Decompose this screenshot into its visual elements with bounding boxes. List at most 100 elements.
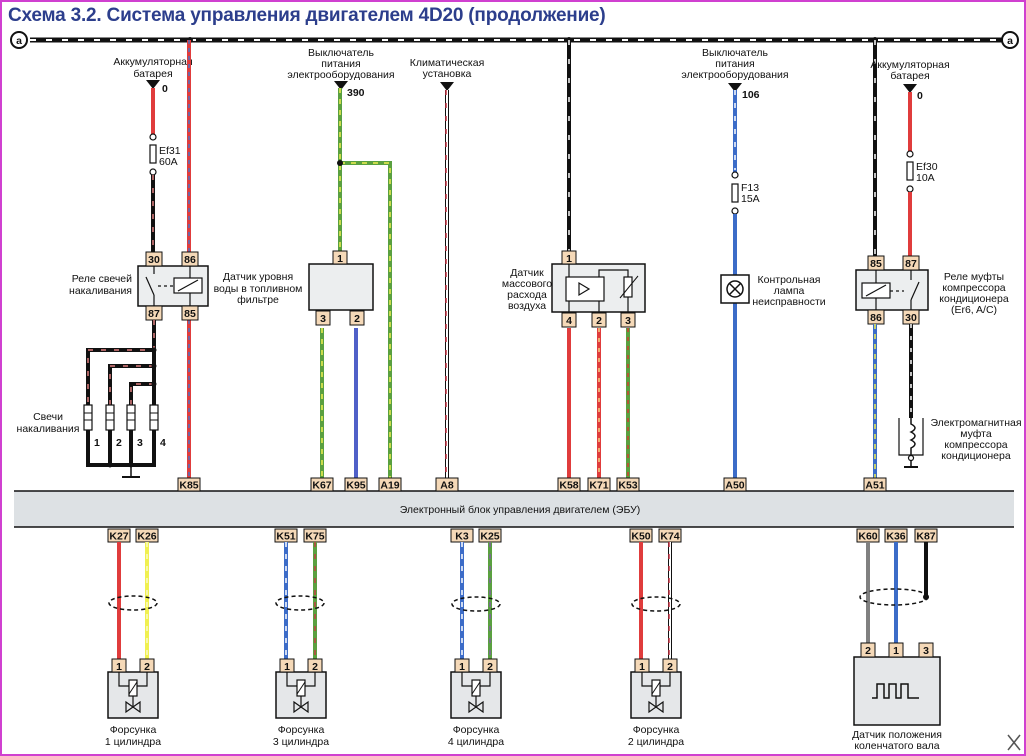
ecu-pin-bottom: K25 bbox=[478, 528, 502, 543]
svg-text:Аккумуляторная: Аккумуляторная bbox=[870, 59, 949, 71]
svg-text:1: 1 bbox=[94, 437, 100, 449]
ecu-pin-label: K53 bbox=[618, 480, 637, 492]
ecu-pin-label: K71 bbox=[589, 480, 608, 492]
svg-text:1: 1 bbox=[639, 661, 645, 673]
svg-text:87: 87 bbox=[905, 258, 917, 270]
svg-text:компрессора: компрессора bbox=[942, 282, 1005, 294]
ecu-pin-label: K51 bbox=[276, 531, 295, 543]
svg-text:кондиционера: кондиционера bbox=[941, 450, 1011, 462]
svg-text:Ef30: Ef30 bbox=[916, 161, 938, 173]
ecu-pin-label: K67 bbox=[312, 480, 331, 492]
ecu-pin-bottom: K36 bbox=[884, 528, 908, 543]
fuse-icon bbox=[149, 144, 157, 164]
svg-text:Датчик уровня: Датчик уровня bbox=[223, 271, 293, 283]
ecu-block: Электронный блок управления двигателем (… bbox=[14, 490, 1014, 528]
amplifier-icon bbox=[565, 276, 605, 302]
maf-sensor: 1 4 2 3 Датчик массового расхода воздуха bbox=[502, 250, 646, 328]
svg-text:30: 30 bbox=[905, 312, 917, 324]
glow-plugs: 1 2 3 4 Свечи накаливания bbox=[17, 320, 166, 478]
battery-left-source: Аккумуляторная батарея 0 bbox=[113, 56, 192, 95]
svg-text:1 цилиндра: 1 цилиндра bbox=[105, 736, 161, 748]
ecu-pin-label: K74 bbox=[660, 531, 679, 543]
svg-text:Датчик: Датчик bbox=[510, 267, 544, 279]
svg-text:Реле свечей: Реле свечей bbox=[72, 273, 132, 285]
ecu-pin-bottom: K26 bbox=[135, 528, 159, 543]
bus-marker-right-label: a bbox=[1007, 35, 1013, 47]
ecu-pin-bottom: K27 bbox=[107, 528, 131, 543]
ecu-pin-label: K27 bbox=[109, 531, 128, 543]
ecu-pin-label: K75 bbox=[305, 531, 324, 543]
fuse-f13: F13 15A bbox=[731, 171, 760, 215]
svg-text:60A: 60A bbox=[159, 156, 178, 168]
ecu-pin-bottom: K74 bbox=[658, 528, 682, 543]
svg-text:накаливания: накаливания bbox=[69, 285, 132, 297]
svg-text:Электромагнитная: Электромагнитная bbox=[930, 417, 1021, 429]
bus-line: a a bbox=[10, 31, 1019, 49]
fuse-ef31: Ef31 60A bbox=[149, 133, 181, 176]
svg-text:электрооборудования: электрооборудования bbox=[287, 69, 394, 81]
ecu-pin-bottom: K75 bbox=[303, 528, 327, 543]
shield-icon bbox=[451, 596, 501, 612]
svg-text:4: 4 bbox=[566, 315, 572, 327]
ecu-pin-top: K85 bbox=[177, 477, 201, 492]
ac-clutch: Электромагнитная муфта компрессора конди… bbox=[898, 417, 1022, 468]
svg-text:компрессора: компрессора bbox=[944, 439, 1007, 451]
solenoid-icon bbox=[909, 418, 916, 456]
svg-text:питания: питания bbox=[321, 58, 360, 70]
climate-source: Климатическая установка bbox=[410, 57, 485, 91]
svg-text:86: 86 bbox=[870, 312, 882, 324]
svg-text:1: 1 bbox=[284, 661, 290, 673]
ecu-pin-bottom: K60 bbox=[856, 528, 880, 543]
ecu-pin-label: A50 bbox=[725, 480, 744, 492]
svg-text:Форсунка: Форсунка bbox=[110, 724, 157, 736]
svg-text:1: 1 bbox=[459, 661, 465, 673]
svg-text:воздуха: воздуха bbox=[508, 300, 546, 312]
shield-ellipses bbox=[108, 588, 929, 612]
svg-text:1: 1 bbox=[337, 253, 343, 265]
svg-text:3: 3 bbox=[923, 645, 929, 657]
ecu-pin-label: K58 bbox=[559, 480, 578, 492]
svg-text:Выключатель: Выключатель bbox=[702, 47, 768, 59]
svg-text:Датчик положения: Датчик положения bbox=[852, 729, 942, 741]
switch-icon bbox=[910, 281, 920, 301]
water-sensor: 1 3 2 Датчик уровня воды в топливном фил… bbox=[214, 250, 374, 326]
page-title: Схема 3.2. Система управления двигателем… bbox=[8, 5, 606, 26]
svg-text:кондиционера: кондиционера bbox=[939, 293, 1009, 305]
svg-text:1: 1 bbox=[893, 645, 899, 657]
svg-text:Климатическая: Климатическая bbox=[410, 57, 485, 69]
source-arrow-icon bbox=[146, 80, 160, 89]
svg-text:2: 2 bbox=[144, 661, 150, 673]
ecu-pin-top: K95 bbox=[344, 477, 368, 492]
svg-text:(Er6, A/C): (Er6, A/C) bbox=[951, 304, 997, 316]
shield-icon bbox=[108, 595, 158, 611]
svg-text:Аккумуляторная: Аккумуляторная bbox=[113, 56, 192, 68]
valve-icon bbox=[648, 700, 664, 714]
ignition-390-source: Выключатель питания электрооборудования … bbox=[287, 47, 394, 99]
svg-text:3 цилиндра: 3 цилиндра bbox=[273, 736, 329, 748]
check-lamp: Контрольная лампа неисправности bbox=[720, 274, 826, 308]
svg-text:3: 3 bbox=[137, 437, 143, 449]
ecu-pin-label: K85 bbox=[179, 480, 198, 492]
svg-text:Выключатель: Выключатель bbox=[308, 47, 374, 59]
svg-text:Форсунка: Форсунка bbox=[278, 724, 325, 736]
valve-icon bbox=[293, 700, 309, 714]
lower-wires bbox=[117, 542, 929, 660]
svg-text:1: 1 bbox=[566, 253, 572, 265]
svg-text:Форсунка: Форсунка bbox=[633, 724, 680, 736]
valve-icon bbox=[468, 700, 484, 714]
svg-text:электрооборудования: электрооборудования bbox=[681, 69, 788, 81]
battery-right-source: Аккумуляторная батарея 0 bbox=[870, 59, 949, 102]
svg-text:3: 3 bbox=[625, 315, 631, 327]
svg-text:4: 4 bbox=[160, 437, 166, 449]
pulse-signal-icon bbox=[872, 683, 919, 699]
ecu-pin-top: A19 bbox=[378, 477, 402, 492]
svg-text:2: 2 bbox=[354, 313, 360, 325]
svg-text:Контрольная: Контрольная bbox=[758, 274, 821, 286]
svg-text:2: 2 bbox=[865, 645, 871, 657]
glow-plug-icon bbox=[83, 404, 93, 431]
svg-text:106: 106 bbox=[742, 89, 760, 101]
valve-icon bbox=[125, 700, 141, 714]
